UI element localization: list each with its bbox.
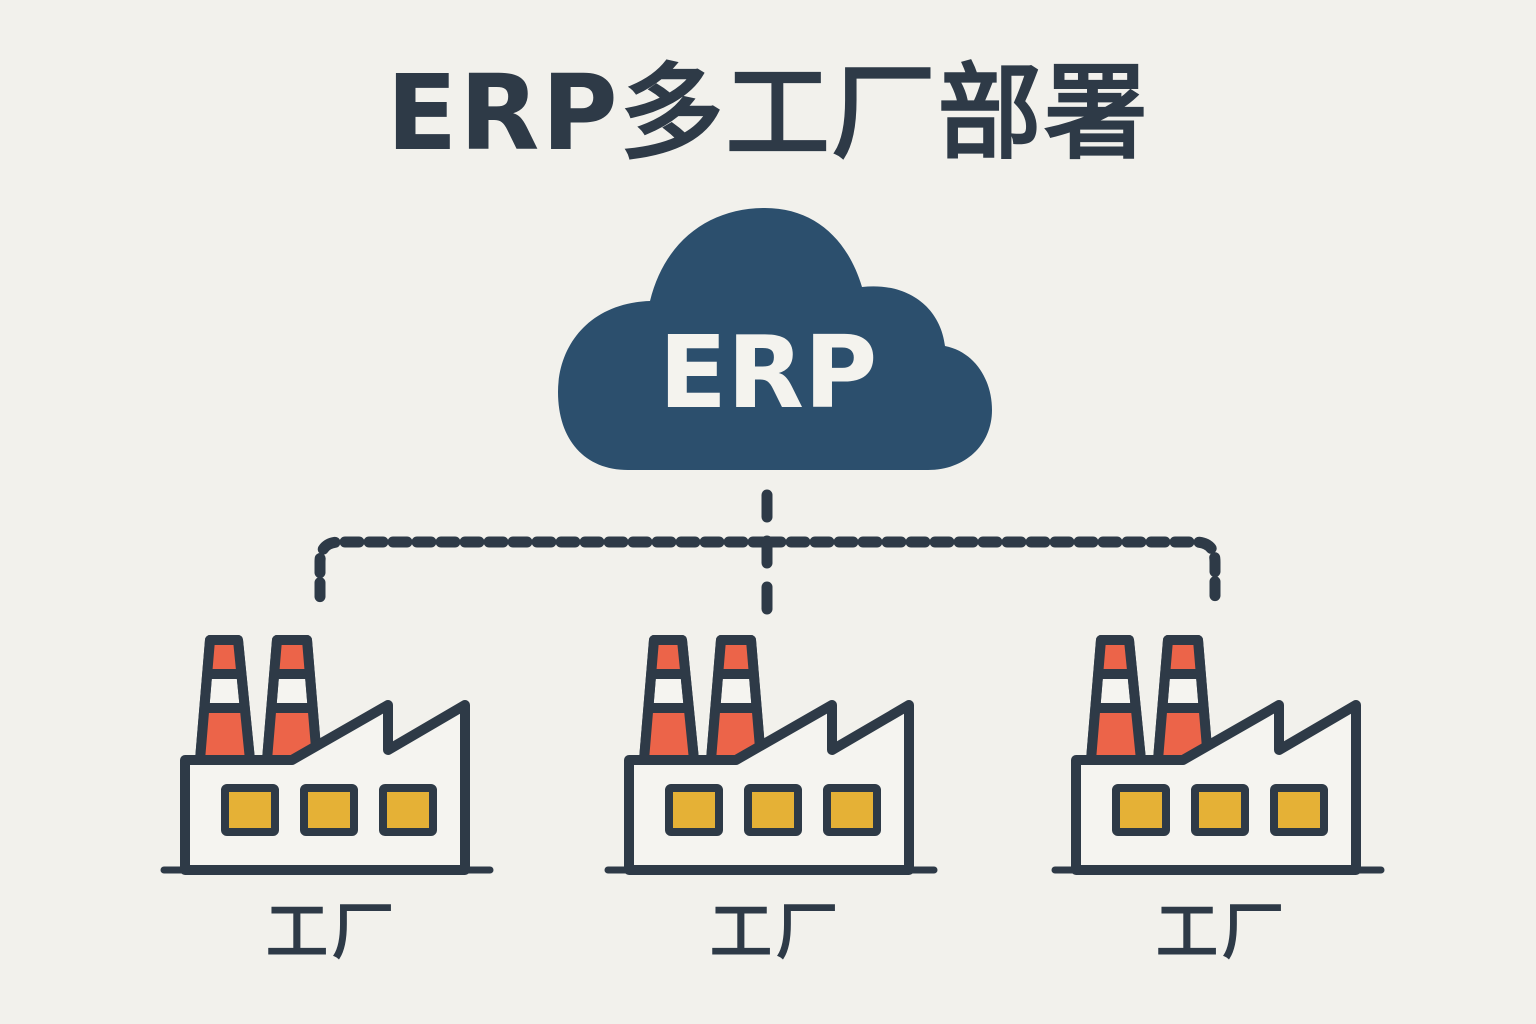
cloud-icon bbox=[558, 208, 992, 470]
factory-label: 工厂 bbox=[265, 895, 398, 968]
connector-right bbox=[761, 536, 1221, 611]
factory-label: 工厂 bbox=[709, 895, 842, 968]
factory-icon bbox=[608, 640, 934, 870]
factory-icon bbox=[164, 640, 490, 870]
factory-icon bbox=[1055, 640, 1381, 870]
page-title: ERP多工厂部署 bbox=[386, 52, 1150, 174]
connector-left bbox=[314, 536, 773, 611]
connector-lines bbox=[314, 489, 1221, 616]
factory-label: 工厂 bbox=[1155, 895, 1288, 968]
cloud-label: ERP bbox=[658, 314, 878, 431]
